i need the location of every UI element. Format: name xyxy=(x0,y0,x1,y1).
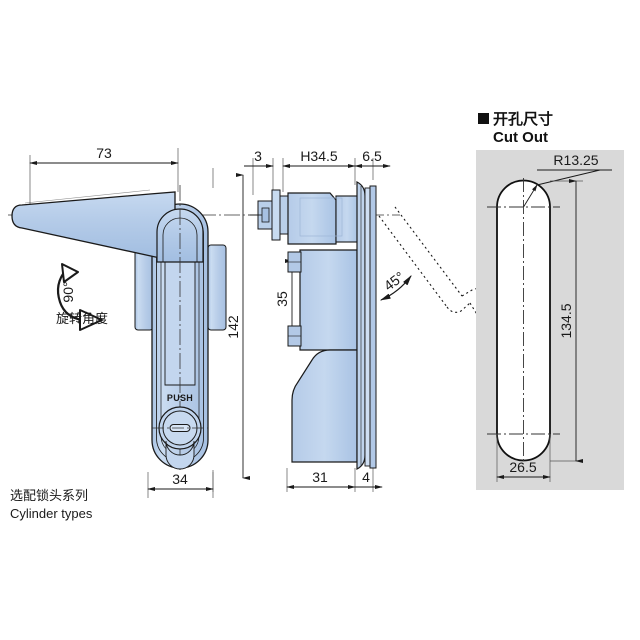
dim-corner-radius: R13.25 xyxy=(523,152,612,208)
dim-3-label: 3 xyxy=(254,148,262,164)
front-lever-pivot-inner xyxy=(162,217,198,263)
dim-slot-width: 26.5 xyxy=(496,434,551,482)
dim-34-label: 34 xyxy=(172,471,188,487)
dim-265-label: 26.5 xyxy=(509,459,536,475)
dim-plate-thickness: 4 xyxy=(355,469,383,490)
bullet-square-icon xyxy=(478,113,489,124)
side-mount-boss xyxy=(287,192,337,245)
dim-overall-height: 142 xyxy=(225,172,251,481)
side-lower-body xyxy=(291,349,358,463)
dim-1345-label: 134.5 xyxy=(558,303,574,338)
dim-mount-depth: H34.5 xyxy=(282,148,356,169)
cutout-title-en: Cut Out xyxy=(493,129,548,146)
cutout-title-cjk: 开孔尺寸 xyxy=(493,110,553,128)
dim-handle-length: 73 xyxy=(29,145,179,166)
dim-screw-projection: 3 xyxy=(244,148,274,169)
front-view-group: 73 142 34 P xyxy=(8,145,251,498)
front-side-flanges xyxy=(134,244,227,331)
push-label: PUSH xyxy=(167,393,193,403)
dim-r1325-label: R13.25 xyxy=(553,152,598,168)
dim-45deg-label: 45° xyxy=(381,268,408,294)
rotation-angle-value: 90° xyxy=(60,281,76,302)
dim-h345-label: H34.5 xyxy=(300,148,338,164)
rotation-angle-cjk-label: 旋转角度 xyxy=(56,311,108,327)
dim-31-label: 31 xyxy=(312,469,328,485)
rotation-angle-note: 90° 旋转角度 xyxy=(56,263,108,331)
footnote-en: Cylinder types xyxy=(10,506,93,521)
angle-45-annotation: 45° xyxy=(379,268,412,301)
dim-slot-height: 134.5 xyxy=(550,178,584,464)
side-body-block xyxy=(299,249,358,351)
side-mount-boss-neck xyxy=(335,195,359,243)
dim-35-label: 35 xyxy=(274,291,290,307)
front-lever-handle xyxy=(11,191,176,259)
side-bolt-head xyxy=(250,189,289,241)
side-body-bolts xyxy=(287,251,302,347)
cylinder-tail xyxy=(165,440,195,470)
side-view-group: 3 H34.5 6.5 35 31 4 xyxy=(244,148,498,492)
dim-4-label: 4 xyxy=(362,469,370,485)
dim-73-label: 73 xyxy=(96,145,112,161)
front-lever-highlight xyxy=(24,189,151,204)
side-flange-plate xyxy=(356,181,377,470)
dim-142-label: 142 xyxy=(225,315,241,339)
footnote-cjk: 选配锁头系列 xyxy=(10,488,88,504)
cutout-view-group: 开孔尺寸 Cut Out R13.25 134.5 26. xyxy=(476,110,624,490)
dim-flange-depth: 6.5 xyxy=(354,148,391,169)
dim-body-width: 34 xyxy=(147,471,214,492)
dim-65-label: 6.5 xyxy=(362,148,382,164)
side-hidden-detail xyxy=(299,197,343,237)
dim-body-depth: 31 xyxy=(286,469,356,490)
footnote-group: 选配锁头系列 Cylinder types xyxy=(10,488,93,521)
